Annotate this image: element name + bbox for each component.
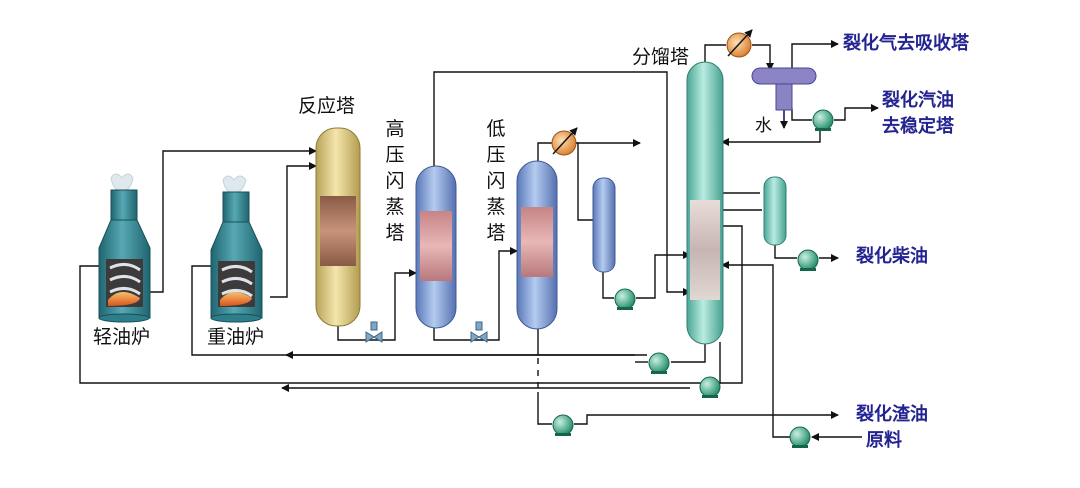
- pump-residue: [552, 414, 574, 436]
- pump-recycle-1: [648, 352, 670, 374]
- heat-exchanger-1: [726, 29, 753, 58]
- light-oil-furnace: [98, 173, 151, 323]
- cracked-gasoline-label: 裂化汽油: [882, 90, 954, 111]
- lp-flash-drum: [516, 160, 558, 330]
- water-label: 水: [755, 116, 772, 136]
- heavy-oil-furnace-label: 重油炉: [207, 326, 265, 348]
- pump-diesel: [797, 249, 819, 271]
- valve-1: [365, 321, 383, 343]
- lp-flash-label: 低压闪蒸塔: [486, 118, 506, 244]
- reactor-vessel: [315, 127, 361, 327]
- hp-flash-drum: [415, 165, 457, 329]
- cracked-diesel-label: 裂化柴油: [856, 246, 928, 267]
- fractionator-label: 分馏塔: [632, 46, 690, 68]
- heat-exchanger-2: [551, 127, 578, 156]
- cracked-residue-label: 裂化渣油: [856, 404, 928, 425]
- hp-flash-label: 高压闪蒸塔: [385, 118, 405, 244]
- process-pipes: [79, 40, 879, 441]
- heavy-oil-furnace: [210, 175, 263, 323]
- side-stripper: [763, 176, 787, 246]
- pump-gasoline: [812, 109, 834, 131]
- pump-feed: [789, 426, 811, 448]
- stripper-column: [592, 177, 616, 273]
- pump-recycle-2: [699, 376, 721, 398]
- reflux-separator: [751, 67, 817, 129]
- valve-2: [470, 321, 488, 343]
- feedstock-label: 原料: [866, 430, 902, 451]
- pump-stripper: [614, 288, 636, 310]
- reactor-label: 反应塔: [298, 95, 356, 117]
- fractionator-column: [686, 61, 724, 345]
- to-stabilizer-label: 去稳定塔: [882, 116, 954, 137]
- cracked-gas-label: 裂化气去吸收塔: [843, 33, 969, 54]
- light-oil-furnace-label: 轻油炉: [93, 326, 151, 348]
